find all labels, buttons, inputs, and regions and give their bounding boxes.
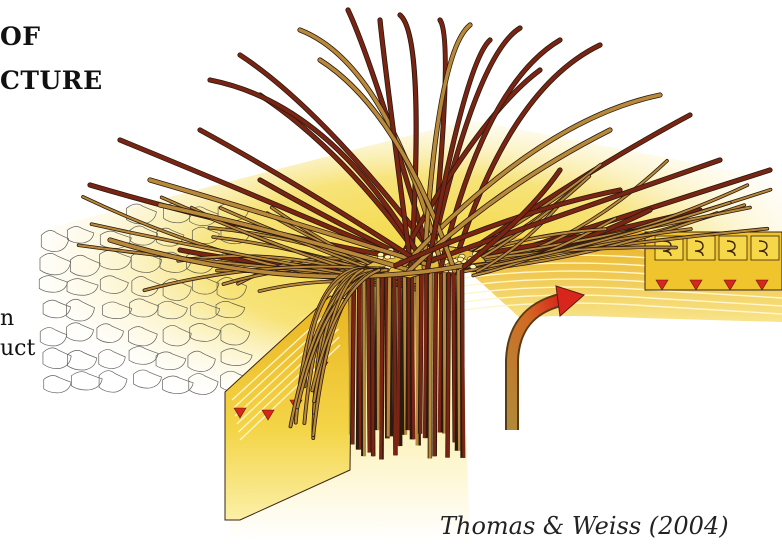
title-line-2: CTURE — [0, 66, 103, 95]
side-label-1: n — [0, 306, 14, 331]
side-label-2: uct — [0, 336, 35, 361]
title-line-1: OF — [0, 22, 41, 51]
source-credit: Thomas & Weiss (2004) — [440, 512, 729, 540]
